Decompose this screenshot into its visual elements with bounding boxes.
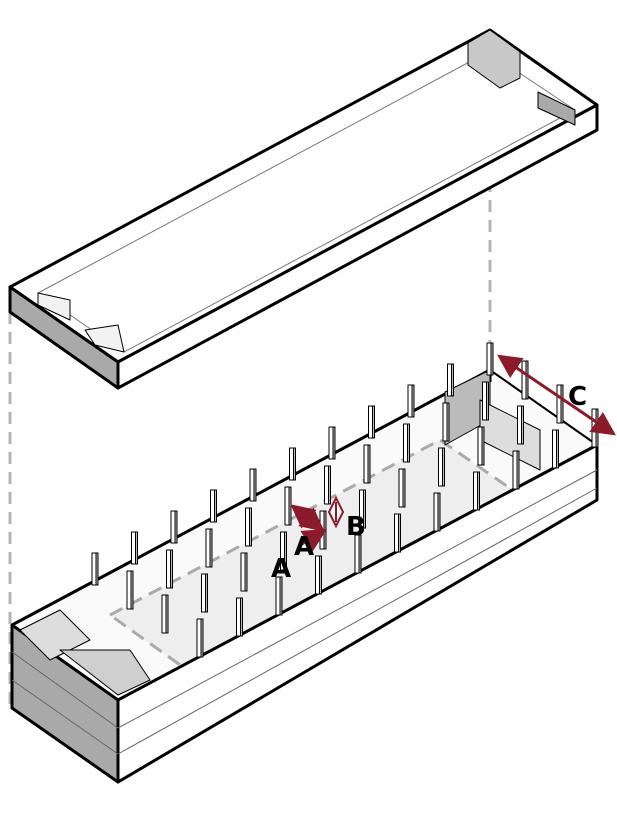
floor-line [117,469,598,729]
label-b: B [346,512,366,542]
column-shade [481,426,485,466]
column-shade [411,384,415,418]
label-a-lower: A [271,554,291,584]
dimension-arrow-a [290,504,325,532]
column-shade [135,531,138,565]
column-shade [165,594,169,634]
column-shade [319,555,322,595]
column-shade [437,492,441,532]
column-shade [367,444,371,484]
column-shade [486,381,489,421]
column-shade [130,570,134,610]
column-shade [595,408,599,448]
dimension-annotations [290,354,616,552]
column-shade [521,405,524,445]
roof-core-right-2 [537,91,576,126]
column-shade [490,342,494,376]
column-shade [402,468,406,508]
service-rooms-left [19,609,91,661]
column-shade [398,513,401,553]
column-shade [525,360,529,400]
projection-guides [8,40,492,712]
column-shade [446,402,450,442]
column-shade [209,528,213,568]
column-shade [363,489,366,529]
roof-core-left [37,292,71,321]
column-shade [95,552,99,586]
floor-line [117,487,598,755]
column-shade [174,510,178,544]
roof-stair-core-right [467,29,521,89]
column-shade [214,489,217,523]
column-shade [288,486,292,526]
column-shade [442,447,445,487]
column-shade [244,552,248,592]
column-shade [284,531,287,571]
dimension-arrow-a2 [299,528,328,552]
floor-line [11,651,119,729]
column-shade [249,507,252,547]
column-shade [253,468,257,502]
column-shade [200,618,204,658]
building-block [10,342,599,784]
column-shade [332,426,336,460]
column-shade [328,465,331,505]
column-shade [407,423,410,463]
column-shade [560,384,564,424]
column-shade [477,471,480,511]
floor-line [11,679,119,755]
roof-front-face [116,103,599,390]
column-shade [293,447,296,481]
column-shade [451,363,454,397]
roof-lid [8,28,599,390]
column-shade [170,549,173,589]
service-core-left [59,649,151,696]
column-shade [372,405,375,439]
column-shade [556,429,559,469]
label-a-upper: A [294,532,314,562]
column-shade [205,573,208,613]
dimension-arrow-c [497,354,616,436]
column-shade [323,510,327,550]
roof-core-left-2 [84,324,125,353]
column-shade [279,576,283,616]
column-shade [358,534,362,574]
column-shade [516,450,520,490]
label-c: C [568,382,587,412]
column-shade [240,597,243,637]
